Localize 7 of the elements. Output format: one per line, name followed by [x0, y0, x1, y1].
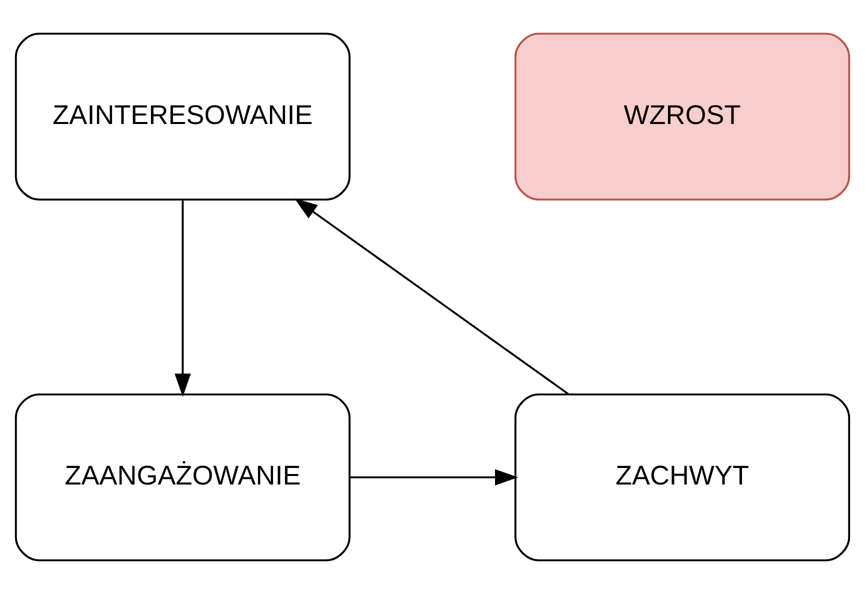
node-box: ZAANGAŻOWANIE: [14, 393, 351, 562]
arrow: [294, 198, 570, 396]
node-box: ZACHWYT: [514, 393, 850, 562]
arrow: [350, 469, 518, 486]
arrow: [174, 200, 191, 397]
node-box: ZAINTERESOWANIE: [14, 32, 351, 201]
node-box: WZROST: [514, 32, 850, 201]
